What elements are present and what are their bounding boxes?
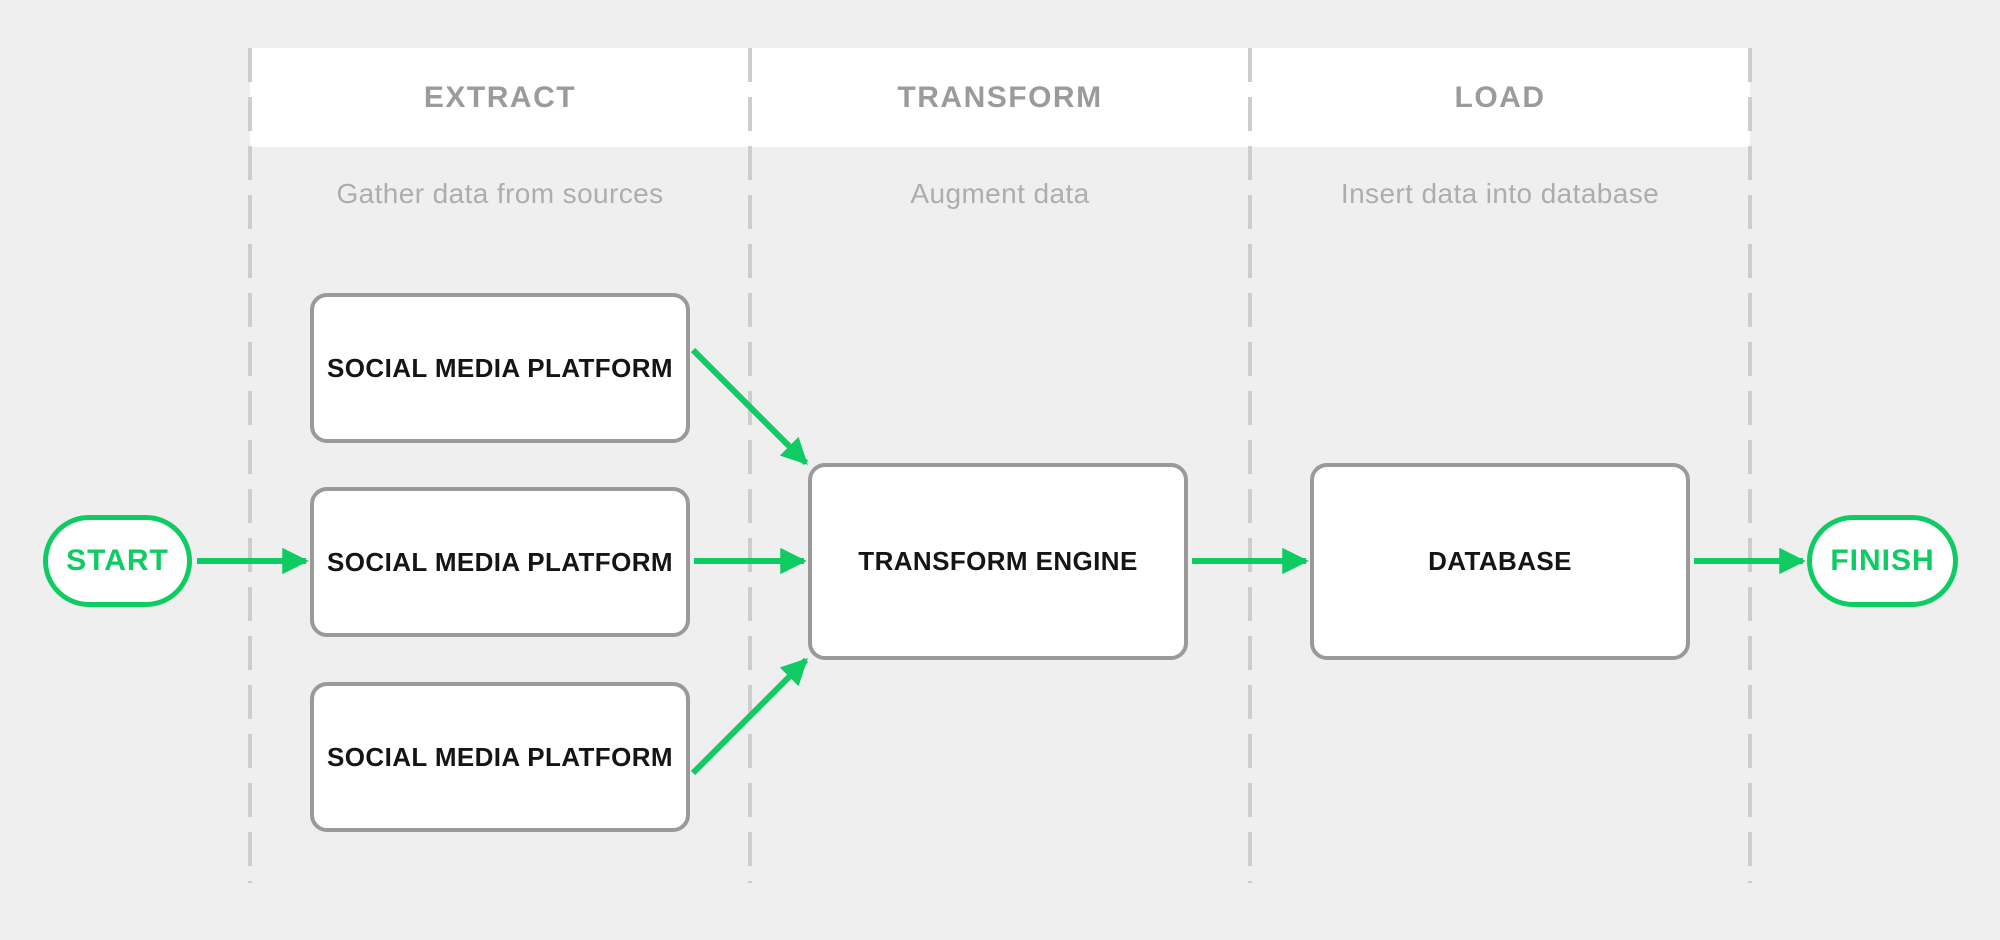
lane-header-band	[250, 48, 1750, 147]
lane-subtitle-transform: Augment data	[910, 178, 1090, 209]
social-media-platform-node-1-label: SOCIAL MEDIA PLATFORM	[327, 352, 673, 383]
start-node: START	[43, 515, 192, 607]
transform-engine-node: TRANSFORM ENGINE	[808, 463, 1188, 660]
transform-engine-node-label: TRANSFORM ENGINE	[858, 546, 1138, 576]
social-media-platform-node-3: SOCIAL MEDIA PLATFORM	[310, 682, 690, 832]
social-media-platform-node-3-label: SOCIAL MEDIA PLATFORM	[327, 741, 673, 772]
finish-node: FINISH	[1807, 515, 1958, 607]
start-node-label: START	[66, 544, 169, 577]
edge-source3-to-engine	[690, 657, 809, 776]
lane-title-transform: TRANSFORM	[897, 80, 1103, 114]
lane-title-extract: EXTRACT	[423, 80, 577, 114]
database-node-label: DATABASE	[1428, 546, 1572, 576]
edge-source1-to-engine	[690, 347, 809, 466]
social-media-platform-node-2-label: SOCIAL MEDIA PLATFORM	[327, 546, 673, 577]
social-media-platform-node-1: SOCIAL MEDIA PLATFORM	[310, 293, 690, 443]
lane-subtitle-extract: Gather data from sources	[336, 178, 664, 209]
social-media-platform-node-2: SOCIAL MEDIA PLATFORM	[310, 487, 690, 637]
database-node: DATABASE	[1310, 463, 1690, 660]
finish-node-label: FINISH	[1830, 544, 1935, 577]
lane-subtitle-load: Insert data into database	[1340, 178, 1660, 209]
lane-title-load: LOAD	[1454, 80, 1546, 114]
